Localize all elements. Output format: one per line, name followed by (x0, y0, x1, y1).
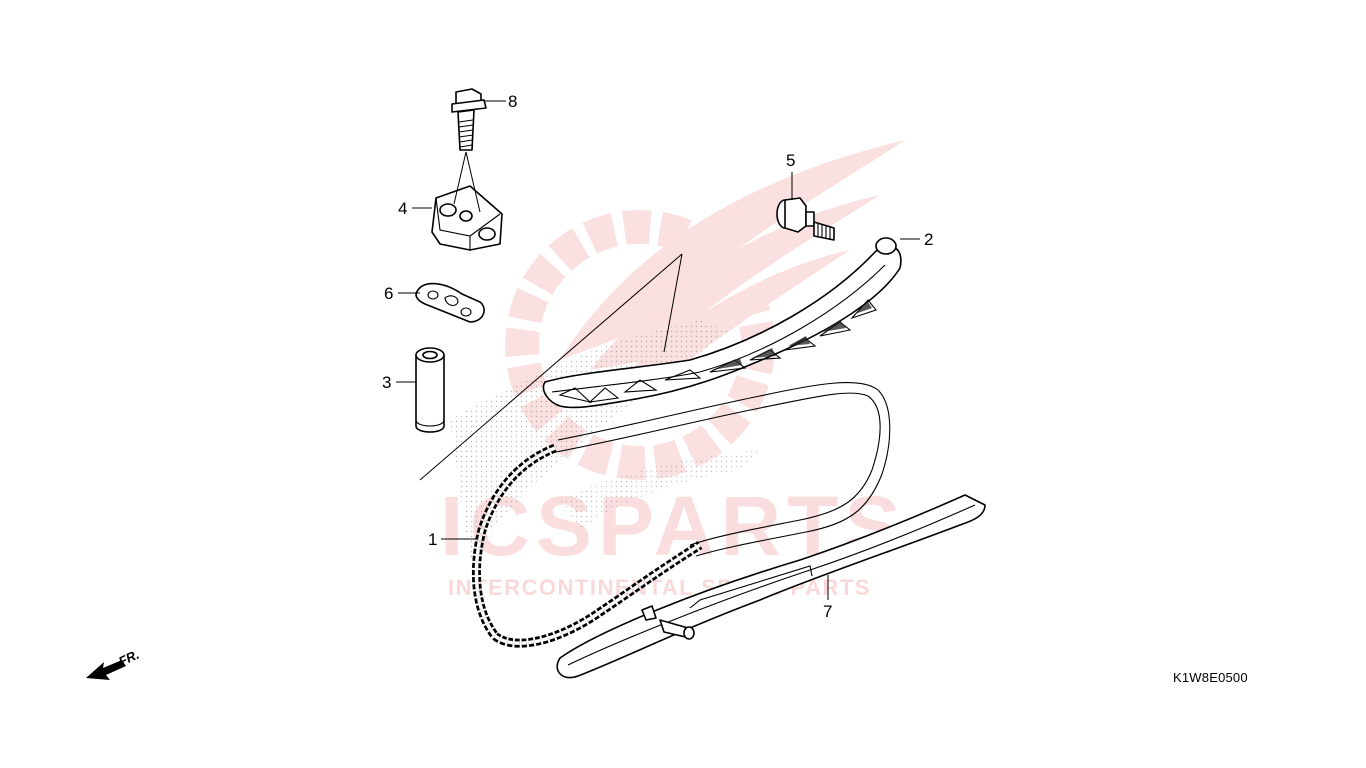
callout-1: 1 (428, 530, 437, 549)
front-arrow-icon (86, 660, 126, 680)
front-label: FR. (116, 647, 141, 669)
callout-8: 8 (508, 92, 517, 111)
callout-4: 4 (398, 199, 407, 218)
callout-3: 3 (382, 373, 391, 392)
callout-6: 6 (384, 284, 393, 303)
flange-bolt (451, 88, 487, 151)
guide-rail (556, 494, 986, 679)
callout-labels: 8 4 6 3 5 2 1 7 (382, 92, 933, 621)
tensioner-arm (542, 237, 902, 409)
callout-7: 7 (823, 602, 832, 621)
callout-2: 2 (924, 230, 933, 249)
leader-lines (396, 100, 920, 600)
pivot-bolt (776, 197, 835, 241)
callout-5: 5 (786, 151, 795, 170)
tensioner-mount (431, 185, 503, 251)
collar (415, 347, 445, 433)
cam-chain (471, 382, 891, 648)
diagram-code: K1W8E0500 (1173, 670, 1248, 685)
gasket (415, 282, 485, 323)
front-direction-marker: FR. (86, 647, 141, 680)
